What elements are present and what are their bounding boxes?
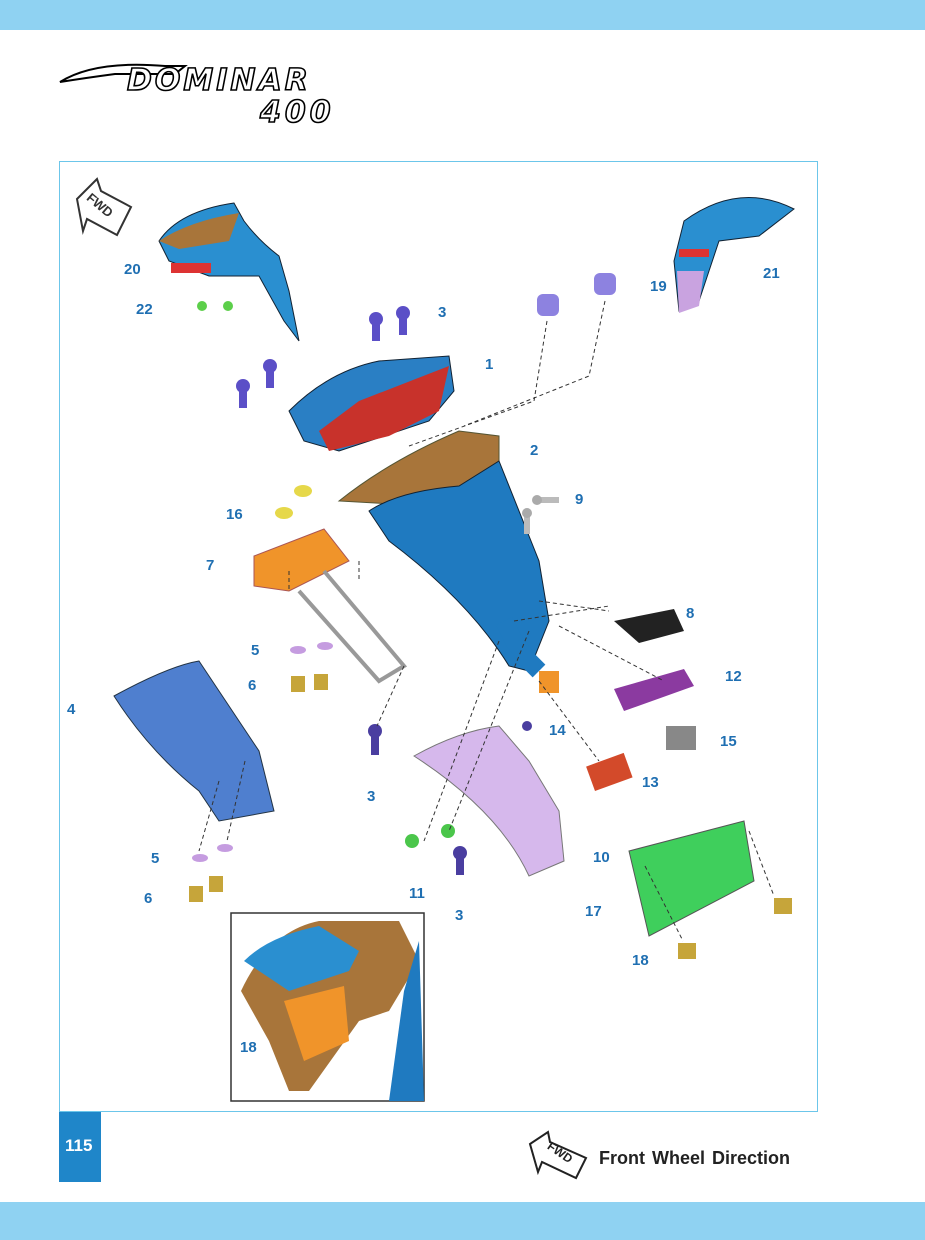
exploded-parts-diagram: FWD xyxy=(75,177,795,1102)
callout-label: 17 xyxy=(585,903,602,920)
rear-fender-upper xyxy=(337,430,550,672)
callout-label: 3 xyxy=(438,304,447,321)
callout-label: 3 xyxy=(367,788,376,805)
callout-label: 14 xyxy=(549,722,566,739)
page-number-badge: 115 xyxy=(59,1112,101,1182)
inner-fender xyxy=(113,660,275,822)
callout-label: 6 xyxy=(144,890,153,907)
callout-label: 5 xyxy=(251,642,260,659)
callout-label: 18 xyxy=(632,952,649,969)
license-bracket xyxy=(253,528,408,684)
detail-inset xyxy=(230,912,425,1102)
tail-assembly-right xyxy=(673,196,795,313)
diagram-frame xyxy=(59,161,818,1112)
dominar-400-logo: DOMINAR 400 xyxy=(59,62,335,127)
callout-label: 20 xyxy=(124,261,141,278)
callout-label: 3 xyxy=(455,907,464,924)
callout-label: 1 xyxy=(485,356,494,373)
callout-label: 7 xyxy=(206,557,215,574)
callout-label: 12 xyxy=(725,668,742,685)
callout-label: 13 xyxy=(642,774,659,791)
callout-label: 19 xyxy=(650,278,667,295)
callout-label: 18 xyxy=(240,1039,257,1056)
fwd-arrow-icon: FWD xyxy=(528,1130,588,1180)
logo-text-top: DOMINAR xyxy=(127,63,311,98)
bottom-band xyxy=(0,1202,925,1240)
tail-assembly-left xyxy=(158,202,300,342)
callout-label: 21 xyxy=(763,265,780,282)
callout-label: 4 xyxy=(67,701,76,718)
callout-label: 15 xyxy=(720,733,737,750)
fwd-arrow-icon: FWD xyxy=(75,177,133,237)
callout-label: 11 xyxy=(409,885,425,902)
callout-label: 8 xyxy=(686,605,695,622)
tail-lamp xyxy=(288,355,455,452)
callout-label: 10 xyxy=(593,849,610,866)
lower-fender xyxy=(413,725,565,877)
callout-label: 2 xyxy=(530,442,539,459)
callout-label: 22 xyxy=(136,301,153,318)
callout-label: 16 xyxy=(226,506,243,523)
callout-label: 9 xyxy=(575,491,584,508)
callout-label: 5 xyxy=(151,850,160,867)
page-number: 115 xyxy=(65,1136,93,1155)
top-band xyxy=(0,0,925,30)
logo-text-bottom: 400 xyxy=(259,95,335,127)
legend-label: Front Wheel Direction xyxy=(599,1148,791,1168)
callout-label: 6 xyxy=(248,677,257,694)
